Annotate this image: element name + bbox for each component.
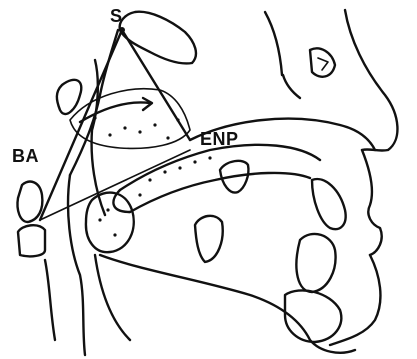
mandible-outline [100,255,355,353]
s-to-enp-line [122,30,190,140]
enp-label: ENP [200,129,239,149]
orbit-outline [310,48,335,76]
profile-forehead [265,12,282,75]
vertebra-lower [18,225,45,256]
chin-outline [285,290,341,342]
palate-upper [120,145,320,190]
lower-tooth [195,216,223,262]
s-label: S [110,6,123,26]
vertebra-upper [17,182,42,222]
stipple-dots [93,116,211,236]
ba-to-enp-line [40,150,190,220]
ba-label: BA [12,146,39,166]
posterior-wall [45,260,55,340]
orbit-inner [318,58,328,70]
palate-lower [130,173,310,212]
tonsil-outline [86,193,134,253]
sella-outline [120,12,196,64]
sphenoid-outline [57,80,81,114]
mandible-ramus [95,255,130,340]
frontal-bone [283,75,300,98]
pharyngeal-wall [68,175,85,355]
profile-lips [362,150,382,255]
arrow-head [143,98,152,110]
upper-incisor [312,179,346,229]
lower-incisor [296,234,335,292]
